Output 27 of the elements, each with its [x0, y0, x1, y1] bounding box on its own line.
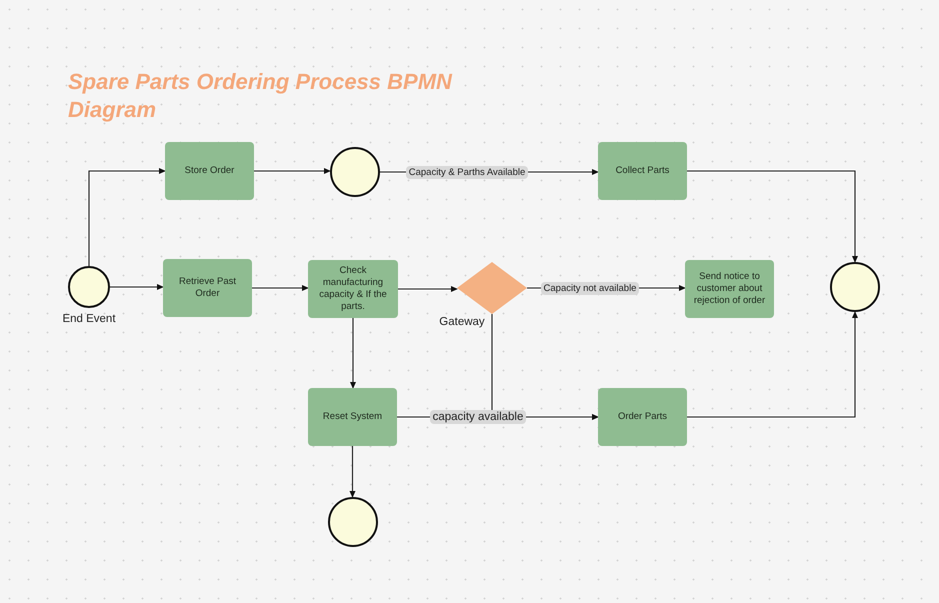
- task-box: Send notice to customer about rejection of order: [685, 260, 774, 318]
- event-circle: [68, 266, 110, 308]
- gateway-diamond: [457, 262, 527, 314]
- task-box: Store Order: [165, 142, 254, 200]
- event-circle: [330, 147, 380, 197]
- edge-label: Capacity not available: [540, 282, 640, 294]
- event-circle: [830, 262, 880, 312]
- task-box: Retrieve Past Order: [163, 259, 252, 317]
- edge-label: Capacity & Parths Available: [406, 166, 528, 178]
- task-box: Reset System: [308, 388, 397, 446]
- arrow: [349, 446, 356, 498]
- task-box: Check manufacturing capacity & If the parts.: [308, 260, 398, 318]
- task-box: Collect Parts: [598, 142, 687, 200]
- task-box: Order Parts: [598, 388, 687, 446]
- diagram-title: Spare Parts Ordering Process BPMN Diagram: [68, 68, 454, 124]
- arrow: [687, 311, 858, 418]
- arrow: [687, 170, 858, 263]
- arrow: [254, 168, 331, 174]
- node-caption: Gateway: [439, 316, 485, 328]
- arrow: [110, 284, 164, 290]
- arrow: [398, 286, 458, 292]
- node-caption: End Event: [62, 313, 116, 325]
- event-circle: [328, 497, 378, 547]
- arrow: [252, 284, 309, 292]
- edge-label: capacity available: [430, 410, 526, 424]
- arrow: [88, 168, 166, 266]
- arrow: [350, 318, 356, 389]
